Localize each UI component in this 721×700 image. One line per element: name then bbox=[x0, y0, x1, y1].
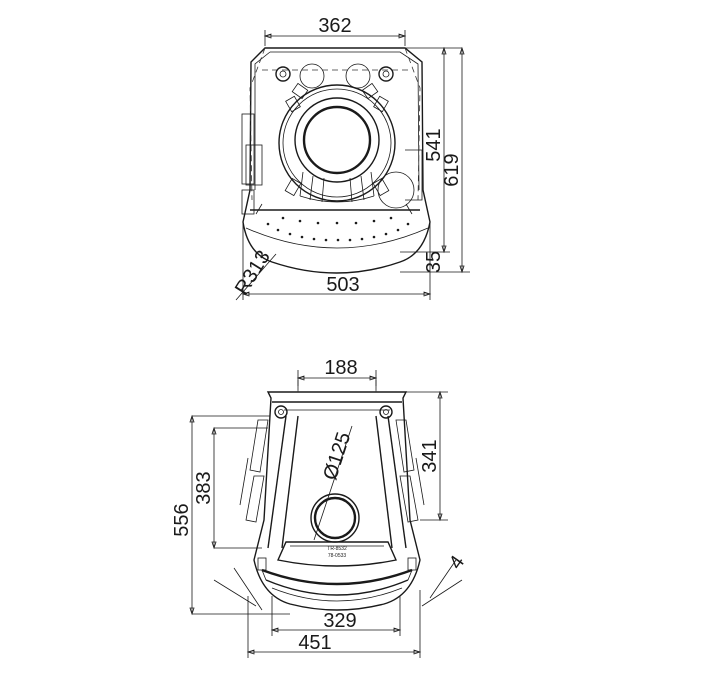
plate-text-1: TR-8532 bbox=[327, 546, 347, 552]
bottom-view-outline bbox=[253, 391, 421, 611]
dim-503: 503 bbox=[326, 274, 359, 296]
dim-329: 329 bbox=[323, 610, 356, 632]
dim-188: 188 bbox=[324, 357, 357, 379]
dim-451: 451 bbox=[298, 632, 331, 654]
dim-diameter-125: Ø125 bbox=[319, 429, 355, 482]
plate-text-2: 78-0533 bbox=[328, 553, 347, 559]
top-view: 362 541 619 35 503 R313 bbox=[231, 15, 470, 301]
dim-35: 35 bbox=[423, 251, 445, 273]
dim-4: 4 bbox=[445, 552, 469, 574]
dim-383: 383 bbox=[193, 471, 215, 504]
perforation-dots bbox=[266, 216, 410, 242]
dim-619: 619 bbox=[441, 153, 463, 186]
dim-341: 341 bbox=[419, 439, 441, 472]
bottom-view: Ø125 TR-8532 78-0533 188 341 383 556 329 bbox=[171, 357, 469, 658]
dim-362: 362 bbox=[318, 15, 351, 37]
top-view-outline bbox=[242, 47, 431, 274]
dim-541: 541 bbox=[423, 128, 445, 161]
dim-r313: R313 bbox=[231, 247, 275, 299]
dim-556: 556 bbox=[171, 503, 193, 536]
